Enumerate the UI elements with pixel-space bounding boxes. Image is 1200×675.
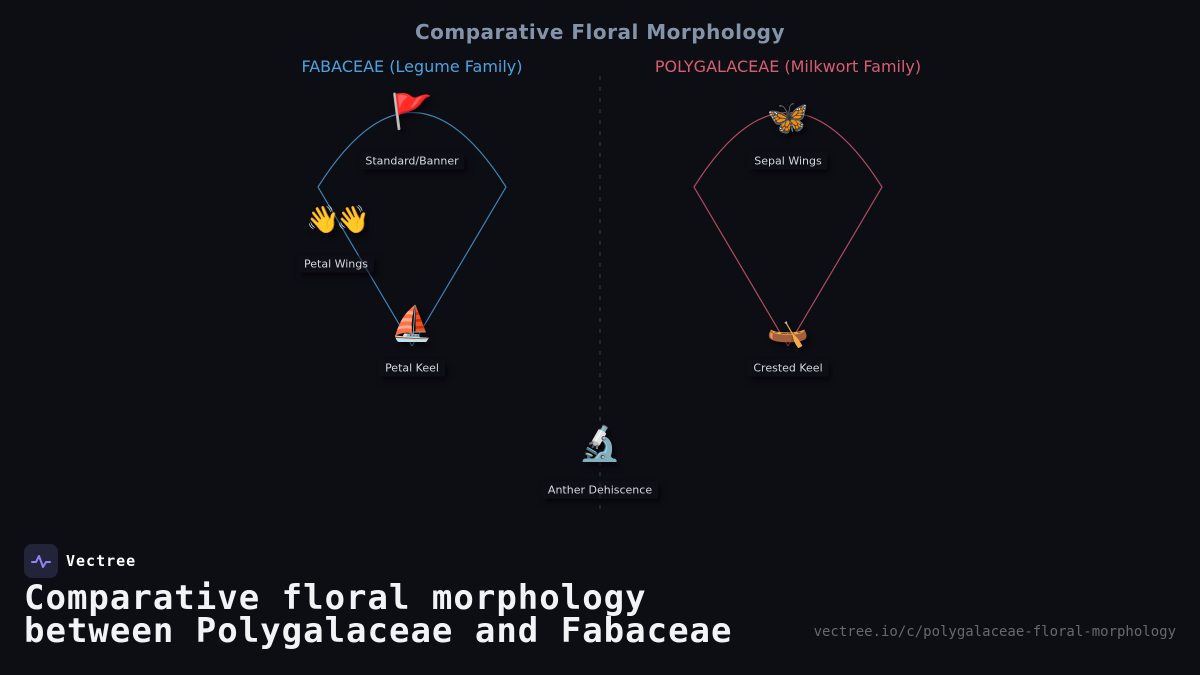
footer-headline-line1: Comparative floral morphology [24, 578, 647, 618]
share-url: vectree.io/c/polygalaceae-floral-morphol… [813, 624, 1176, 640]
vectree-logo [24, 544, 58, 578]
flag-icon: 🚩 [390, 92, 434, 132]
sepal-wings-label: Sepal Wings [748, 152, 828, 170]
microscope-icon: 🔬 [578, 424, 622, 464]
waving-hands-icon: 👋👋 [306, 204, 369, 236]
page-title: Comparative Floral Morphology [414, 20, 786, 44]
vectree-logo-icon [31, 555, 51, 568]
brand-name: Vectree [66, 552, 137, 570]
sailboat-icon: ⛵ [390, 304, 434, 344]
petal-wings-label: Petal Wings [298, 255, 374, 273]
polygalaceae-heading: POLYGALACEAE (Milkwort Family) [654, 57, 922, 76]
footer-headline: Comparative floral morphology between Po… [24, 578, 733, 651]
footer-headline-line2: between Polygalaceae and Fabaceae [24, 611, 733, 651]
standard-banner-label: Standard/Banner [359, 152, 465, 170]
fabaceae-heading: FABACEAE (Legume Family) [301, 57, 523, 76]
anther-dehiscence-label: Anther Dehiscence [541, 481, 659, 499]
butterfly-icon: 🦋 [766, 98, 810, 138]
canoe-icon: 🛶 [766, 310, 810, 350]
petal-keel-label: Petal Keel [379, 359, 445, 377]
crested-keel-label: Crested Keel [747, 359, 829, 377]
